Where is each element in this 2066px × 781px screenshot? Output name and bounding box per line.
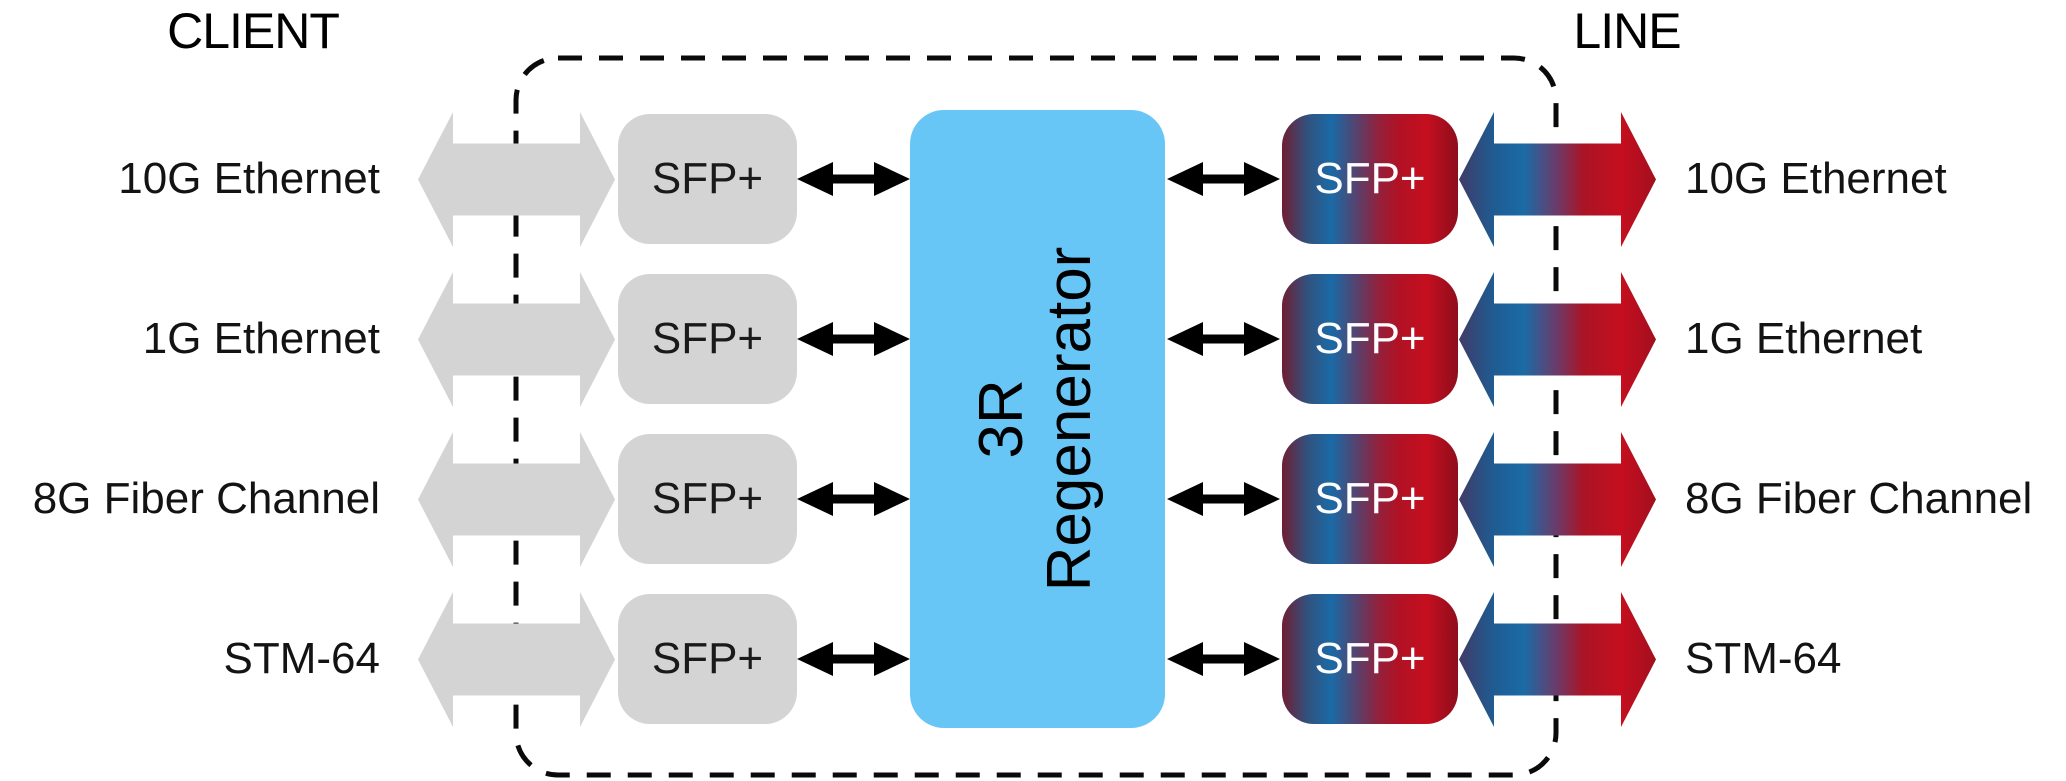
black-bidir-arrow-icon (1167, 322, 1280, 356)
client-sfp-module: SFP+ (618, 594, 797, 724)
client-sfp-label: SFP+ (651, 314, 764, 363)
client-sfp-label: SFP+ (651, 634, 764, 683)
regenerator-label: 3R Regenerator (966, 246, 1104, 592)
client-bidir-arrow-icon (418, 112, 615, 247)
client-title: CLIENT (167, 3, 340, 59)
black-bidir-arrow-icon (797, 642, 910, 676)
black-bidir-arrow-icon (797, 482, 910, 516)
line-label-1g-ethernet: 1G Ethernet (1685, 314, 1923, 363)
line-sfp-label: SFP+ (1314, 314, 1426, 363)
client-sfp-label: SFP+ (651, 154, 764, 203)
client-sfp-label: SFP+ (651, 474, 764, 523)
client-bidir-arrow-icon (418, 272, 615, 407)
line-sfp-label: SFP+ (1314, 634, 1426, 683)
client-sfp-module: SFP+ (618, 434, 797, 564)
line-label-stm-64: STM-64 (1685, 634, 1842, 683)
black-bidir-arrow-icon (1167, 482, 1280, 516)
black-bidir-arrow-icon (797, 322, 910, 356)
line-sfp-label: SFP+ (1314, 474, 1426, 523)
line-sfp-module: SFP+ (1282, 434, 1458, 564)
line-label-8g-fiber-channel: 8G Fiber Channel (1685, 474, 2033, 523)
line-sfp-label: SFP+ (1314, 154, 1426, 203)
client-bidir-arrow-icon (418, 432, 615, 567)
line-title: LINE (1573, 3, 1681, 59)
client-label-stm-64: STM-64 (223, 634, 380, 683)
black-bidir-arrow-icon (797, 162, 910, 196)
line-label-10g-ethernet: 10G Ethernet (1685, 154, 1947, 203)
line-bidir-arrow-icon (1459, 432, 1656, 567)
black-bidir-arrow-icon (1167, 642, 1280, 676)
client-label-8g-fiber-channel: 8G Fiber Channel (32, 474, 380, 523)
line-bidir-arrow-icon (1459, 272, 1656, 407)
line-bidir-arrow-icon (1459, 592, 1656, 727)
client-label-10g-ethernet: 10G Ethernet (118, 154, 380, 203)
line-sfp-module: SFP+ (1282, 594, 1458, 724)
regenerator-box (910, 110, 1165, 728)
client-bidir-arrow-icon (418, 592, 615, 727)
client-label-1g-ethernet: 1G Ethernet (142, 314, 380, 363)
client-sfp-module: SFP+ (618, 274, 797, 404)
client-sfp-module: SFP+ (618, 114, 797, 244)
line-sfp-module: SFP+ (1282, 114, 1458, 244)
line-sfp-module: SFP+ (1282, 274, 1458, 404)
black-bidir-arrow-icon (1167, 162, 1280, 196)
line-bidir-arrow-icon (1459, 112, 1656, 247)
